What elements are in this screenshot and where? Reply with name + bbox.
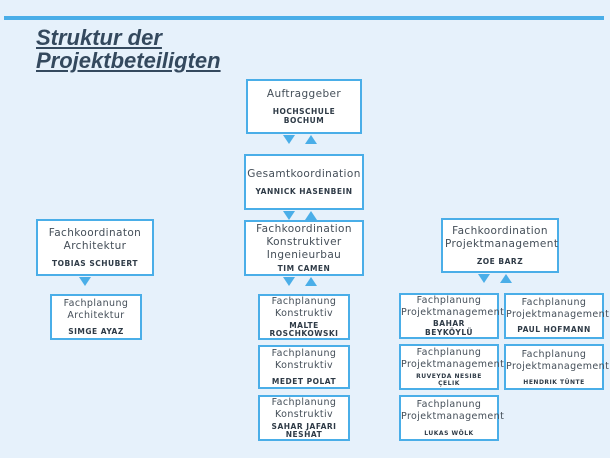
node-role: Fachplanung Konstruktiv bbox=[271, 347, 337, 371]
node-name: SIMGE AYAZ bbox=[68, 326, 124, 336]
node-name: YANNICK HASENBEIN bbox=[255, 186, 353, 196]
node-fachplanung-pm-4: Fachplanung Projektmanagement HENDRIK TÜ… bbox=[504, 344, 610, 390]
top-accent-bar bbox=[4, 16, 604, 20]
node-fachkoordination-architektur: Fachkoordinaton Architektur TOBIAS SCHUB… bbox=[36, 219, 154, 276]
node-role: Fachplanung Konstruktiv bbox=[271, 295, 337, 319]
node-role: Fachplanung Projektmanagement bbox=[401, 295, 505, 318]
arrow-up-icon bbox=[305, 135, 317, 144]
arrow-up-icon bbox=[305, 277, 317, 286]
arrow-up-icon bbox=[305, 211, 317, 220]
node-name: PAUL HOFMANN bbox=[517, 325, 591, 335]
node-name: HENDRIK TÜNTE bbox=[523, 378, 585, 386]
arrow-down-icon bbox=[79, 277, 91, 286]
node-gesamtkoordination: Gesamtkoordination YANNICK HASENBEIN bbox=[244, 154, 364, 210]
node-name: LUKAS WÖLK bbox=[424, 430, 474, 437]
node-fachplanung-konstruktiv-1: Fachplanung Konstruktiv MALTE ROSCHKOWSK… bbox=[258, 294, 350, 340]
node-name: SAHAR JAFARI NESHAT bbox=[271, 421, 337, 439]
node-fachplanung-pm-3: Fachplanung Projektmanagement RUVEYDA NE… bbox=[399, 344, 505, 390]
node-fachkoordination-konstruktiv: Fachkoordination Konstruktiver Ingenieur… bbox=[244, 220, 364, 276]
page-title: Struktur der Projektbeteiligten bbox=[36, 26, 221, 72]
arrow-down-icon bbox=[478, 274, 490, 283]
node-name: TIM CAMEN bbox=[277, 263, 331, 273]
node-role: Fachplanung Projektmanagement bbox=[401, 399, 505, 422]
node-fachplanung-konstruktiv-3: Fachplanung Konstruktiv SAHAR JAFARI NES… bbox=[258, 395, 350, 441]
node-auftraggeber: Auftraggeber HOCHSCHULE BOCHUM bbox=[246, 79, 362, 134]
node-name: HOCHSCHULE BOCHUM bbox=[272, 107, 336, 125]
node-role: Fachplanung Projektmanagement bbox=[506, 297, 610, 321]
arrow-down-icon bbox=[283, 211, 295, 220]
node-name: ZOE BARZ bbox=[476, 256, 524, 266]
title-line-1: Struktur der bbox=[36, 25, 162, 50]
node-name: MEDET POLAT bbox=[271, 376, 337, 386]
arrow-up-icon bbox=[500, 274, 512, 283]
node-role: Fachkoordination Projektmanagement bbox=[445, 224, 559, 250]
arrow-down-icon bbox=[283, 277, 295, 286]
node-role: Fachplanung Konstruktiv bbox=[271, 396, 337, 420]
node-fachplanung-pm-1: Fachplanung Projektmanagement BAHAR BEYK… bbox=[399, 293, 505, 339]
node-role: Fachkoordination Konstruktiver Ingenieur… bbox=[256, 222, 352, 261]
node-role: Auftraggeber bbox=[266, 88, 342, 100]
node-role: Fachplanung Architektur bbox=[63, 297, 129, 321]
node-role: Fachkoordinaton Architektur bbox=[48, 226, 142, 252]
node-role: Fachplanung Projektmanagement bbox=[506, 348, 610, 372]
node-fachkoordination-projektmanagement: Fachkoordination Projektmanagement ZOE B… bbox=[441, 218, 559, 273]
node-name: MALTE ROSCHKOWSKI bbox=[269, 320, 339, 338]
title-line-2: Projektbeteiligten bbox=[36, 48, 221, 73]
node-name: BAHAR BEYKÖYLÜ bbox=[425, 319, 473, 337]
node-fachplanung-pm-5: Fachplanung Projektmanagement LUKAS WÖLK bbox=[399, 395, 505, 441]
arrow-down-icon bbox=[283, 135, 295, 144]
node-fachplanung-architektur: Fachplanung Architektur SIMGE AYAZ bbox=[50, 294, 142, 340]
node-fachplanung-konstruktiv-2: Fachplanung Konstruktiv MEDET POLAT bbox=[258, 345, 350, 389]
node-name: TOBIAS SCHUBERT bbox=[52, 258, 138, 268]
node-fachplanung-pm-2: Fachplanung Projektmanagement PAUL HOFMA… bbox=[504, 293, 610, 339]
node-name: RUVEYDA NESIBE ÇELIK bbox=[416, 373, 482, 387]
node-role: Gesamtkoordination bbox=[247, 167, 361, 180]
node-role: Fachplanung Projektmanagement bbox=[401, 347, 505, 370]
